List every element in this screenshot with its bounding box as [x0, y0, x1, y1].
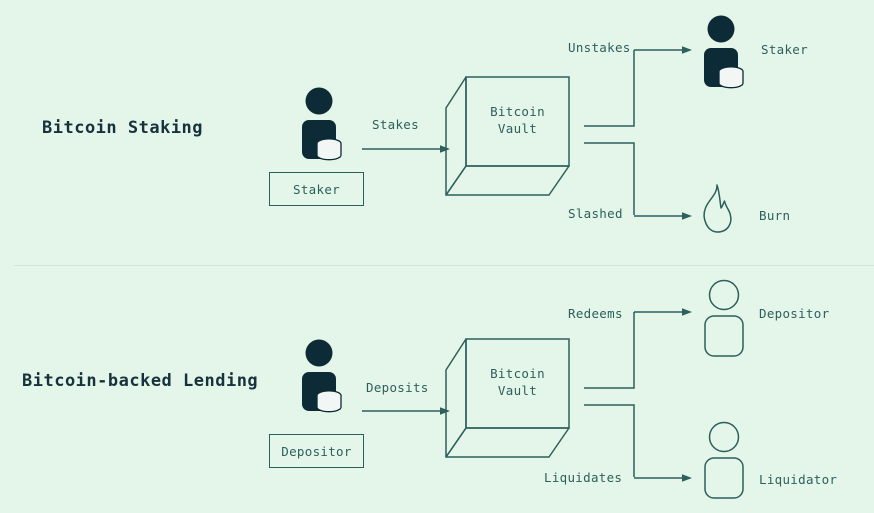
edge-label-liquidates: Liquidates [544, 470, 623, 485]
section-title-staking: Bitcoin Staking [42, 118, 204, 138]
bitcoin-vault-cube-staking[interactable] [438, 68, 578, 198]
flame-outline-icon [700, 182, 742, 238]
node-label-staker-target: Staker [761, 42, 808, 57]
bitcoin-vault-cube-lending[interactable] [438, 330, 578, 460]
arrow-slashed [634, 207, 694, 225]
person-with-coins-filled-icon [296, 338, 350, 414]
actor-box-staker-source[interactable]: Staker [269, 172, 364, 206]
edge-label-deposits: Deposits [366, 380, 429, 395]
vault-label-staking: Bitcoin Vault [490, 104, 545, 136]
edge-label-unstakes: Unstakes [568, 40, 631, 55]
person-outline-icon [700, 278, 748, 360]
node-label-liquidator: Liquidator [759, 472, 838, 487]
person-with-coins-filled-icon [698, 14, 752, 90]
vault-label-lending: Bitcoin Vault [490, 366, 545, 398]
arrow-unstakes [634, 41, 694, 59]
branch-connectors-lending [578, 300, 648, 486]
section-divider [14, 265, 874, 266]
edge-label-redeems: Redeems [568, 306, 623, 321]
branch-connectors-staking [578, 38, 648, 224]
person-outline-icon [700, 420, 748, 502]
arrow-deposits [360, 402, 452, 420]
edge-label-slashed: Slashed [568, 206, 623, 221]
arrow-liquidates [634, 469, 694, 487]
node-label-depositor-target: Depositor [759, 306, 830, 321]
actor-box-depositor-source[interactable]: Depositor [269, 434, 364, 468]
person-with-coins-filled-icon [296, 86, 350, 162]
arrow-stakes [360, 140, 452, 158]
arrow-redeems [634, 303, 694, 321]
node-label-burn: Burn [759, 208, 791, 223]
edge-label-stakes: Stakes [372, 117, 419, 132]
section-title-lending: Bitcoin-backed Lending [22, 371, 259, 391]
